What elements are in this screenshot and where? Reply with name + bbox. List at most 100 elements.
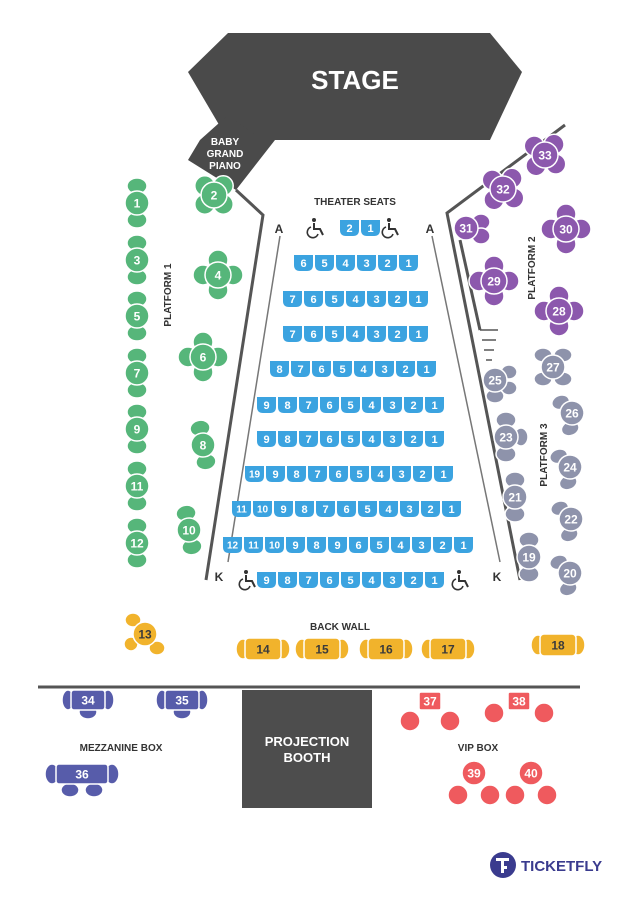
theater-seat[interactable]: 9 <box>274 501 293 517</box>
table[interactable]: 40 <box>504 760 558 806</box>
theater-seat[interactable]: 5 <box>341 572 360 588</box>
theater-seat[interactable]: 4 <box>362 431 381 447</box>
table[interactable]: 21 <box>502 471 528 523</box>
theater-seat[interactable]: 6 <box>304 326 323 342</box>
theater-seat[interactable]: 6 <box>329 466 348 482</box>
theater-seat[interactable]: 4 <box>336 255 355 271</box>
table[interactable]: 38 <box>483 691 555 724</box>
theater-seat[interactable]: 7 <box>291 361 310 377</box>
table[interactable]: 34 <box>61 689 115 720</box>
table[interactable]: 24 <box>548 443 589 492</box>
table[interactable]: 19 <box>516 531 542 583</box>
theater-seat[interactable]: 1 <box>425 397 444 413</box>
theater-seat[interactable]: 2 <box>404 397 423 413</box>
theater-seat[interactable]: 10 <box>265 537 284 553</box>
table[interactable]: 23 <box>493 411 529 463</box>
table[interactable]: 29 <box>468 255 520 307</box>
theater-seat[interactable]: 7 <box>308 466 327 482</box>
theater-seat[interactable]: 6 <box>294 255 313 271</box>
table[interactable]: 35 <box>155 689 209 720</box>
theater-seat[interactable]: 19 <box>245 466 264 482</box>
theater-seat[interactable]: 9 <box>266 466 285 482</box>
table[interactable]: 20 <box>548 549 589 598</box>
table[interactable]: 8 <box>187 418 219 471</box>
theater-seat[interactable]: 1 <box>454 537 473 553</box>
table[interactable]: 37 <box>399 691 461 732</box>
table[interactable]: 33 <box>511 121 579 189</box>
theater-seat[interactable]: 6 <box>320 572 339 588</box>
theater-seat[interactable]: 1 <box>399 255 418 271</box>
theater-seat[interactable]: 11 <box>244 537 263 553</box>
theater-seat[interactable]: 2 <box>388 291 407 307</box>
table[interactable]: 11 <box>124 460 150 512</box>
table[interactable]: 15 <box>294 637 350 661</box>
table[interactable]: 2 <box>181 162 246 227</box>
theater-seat[interactable]: 3 <box>400 501 419 517</box>
theater-seat[interactable]: 2 <box>421 501 440 517</box>
table[interactable]: 25 <box>482 364 518 404</box>
table[interactable]: 31 <box>453 213 491 245</box>
theater-seat[interactable]: 5 <box>333 361 352 377</box>
theater-seat[interactable]: 9 <box>257 397 276 413</box>
theater-seat[interactable]: 7 <box>299 572 318 588</box>
theater-seat[interactable]: 5 <box>350 466 369 482</box>
table[interactable]: 1 <box>124 177 150 229</box>
theater-seat[interactable]: 1 <box>434 466 453 482</box>
theater-seat[interactable]: 2 <box>340 220 359 236</box>
theater-seat[interactable]: 5 <box>315 255 334 271</box>
theater-seat[interactable]: 4 <box>379 501 398 517</box>
theater-seat[interactable]: 9 <box>257 431 276 447</box>
theater-seat[interactable]: 5 <box>325 291 344 307</box>
table[interactable]: 14 <box>235 637 291 661</box>
theater-seat[interactable]: 11 <box>232 501 251 517</box>
theater-seat[interactable]: 5 <box>341 431 360 447</box>
table[interactable]: 32 <box>469 155 537 223</box>
theater-seat[interactable]: 5 <box>370 537 389 553</box>
theater-seat[interactable]: 1 <box>361 220 380 236</box>
theater-seat[interactable]: 6 <box>320 431 339 447</box>
theater-seat[interactable]: 2 <box>404 431 423 447</box>
theater-seat[interactable]: 3 <box>392 466 411 482</box>
table[interactable]: 7 <box>124 347 150 399</box>
table[interactable]: 5 <box>124 290 150 342</box>
theater-seat[interactable]: 9 <box>286 537 305 553</box>
theater-seat[interactable]: 1 <box>409 291 428 307</box>
table[interactable]: 27 <box>533 347 573 387</box>
wheelchair-icon[interactable] <box>451 570 469 591</box>
theater-seat[interactable]: 1 <box>425 572 444 588</box>
theater-seat[interactable]: 7 <box>283 291 302 307</box>
theater-seat[interactable]: 2 <box>388 326 407 342</box>
theater-seat[interactable]: 2 <box>378 255 397 271</box>
table[interactable]: 13 <box>123 612 166 656</box>
theater-seat[interactable]: 7 <box>283 326 302 342</box>
theater-seat[interactable]: 5 <box>358 501 377 517</box>
theater-seat[interactable]: 4 <box>371 466 390 482</box>
table[interactable]: 17 <box>420 637 476 661</box>
theater-seat[interactable]: 5 <box>325 326 344 342</box>
theater-seat[interactable]: 8 <box>270 361 289 377</box>
table[interactable]: 28 <box>533 285 585 337</box>
table[interactable]: 22 <box>549 495 590 544</box>
table[interactable]: 10 <box>173 503 205 556</box>
table[interactable]: 39 <box>447 760 501 806</box>
theater-seat[interactable]: 3 <box>383 572 402 588</box>
theater-seat[interactable]: 3 <box>367 326 386 342</box>
theater-seat[interactable]: 10 <box>253 501 272 517</box>
theater-seat[interactable]: 6 <box>304 291 323 307</box>
ticketfly-brand[interactable]: TICKETFLY <box>490 852 602 878</box>
theater-seat[interactable]: 8 <box>278 397 297 413</box>
theater-seat[interactable]: 3 <box>375 361 394 377</box>
theater-seat[interactable]: 1 <box>425 431 444 447</box>
table[interactable]: 6 <box>177 331 229 383</box>
theater-seat[interactable]: 9 <box>328 537 347 553</box>
theater-seat[interactable]: 4 <box>391 537 410 553</box>
theater-seat[interactable]: 2 <box>433 537 452 553</box>
theater-seat[interactable]: 8 <box>295 501 314 517</box>
theater-seat[interactable]: 4 <box>362 572 381 588</box>
table[interactable]: 26 <box>550 389 591 438</box>
theater-seat[interactable]: 8 <box>278 572 297 588</box>
theater-seat[interactable]: 6 <box>320 397 339 413</box>
theater-seat[interactable]: 1 <box>409 326 428 342</box>
table[interactable]: 36 <box>44 763 120 798</box>
theater-seat[interactable]: 12 <box>223 537 242 553</box>
